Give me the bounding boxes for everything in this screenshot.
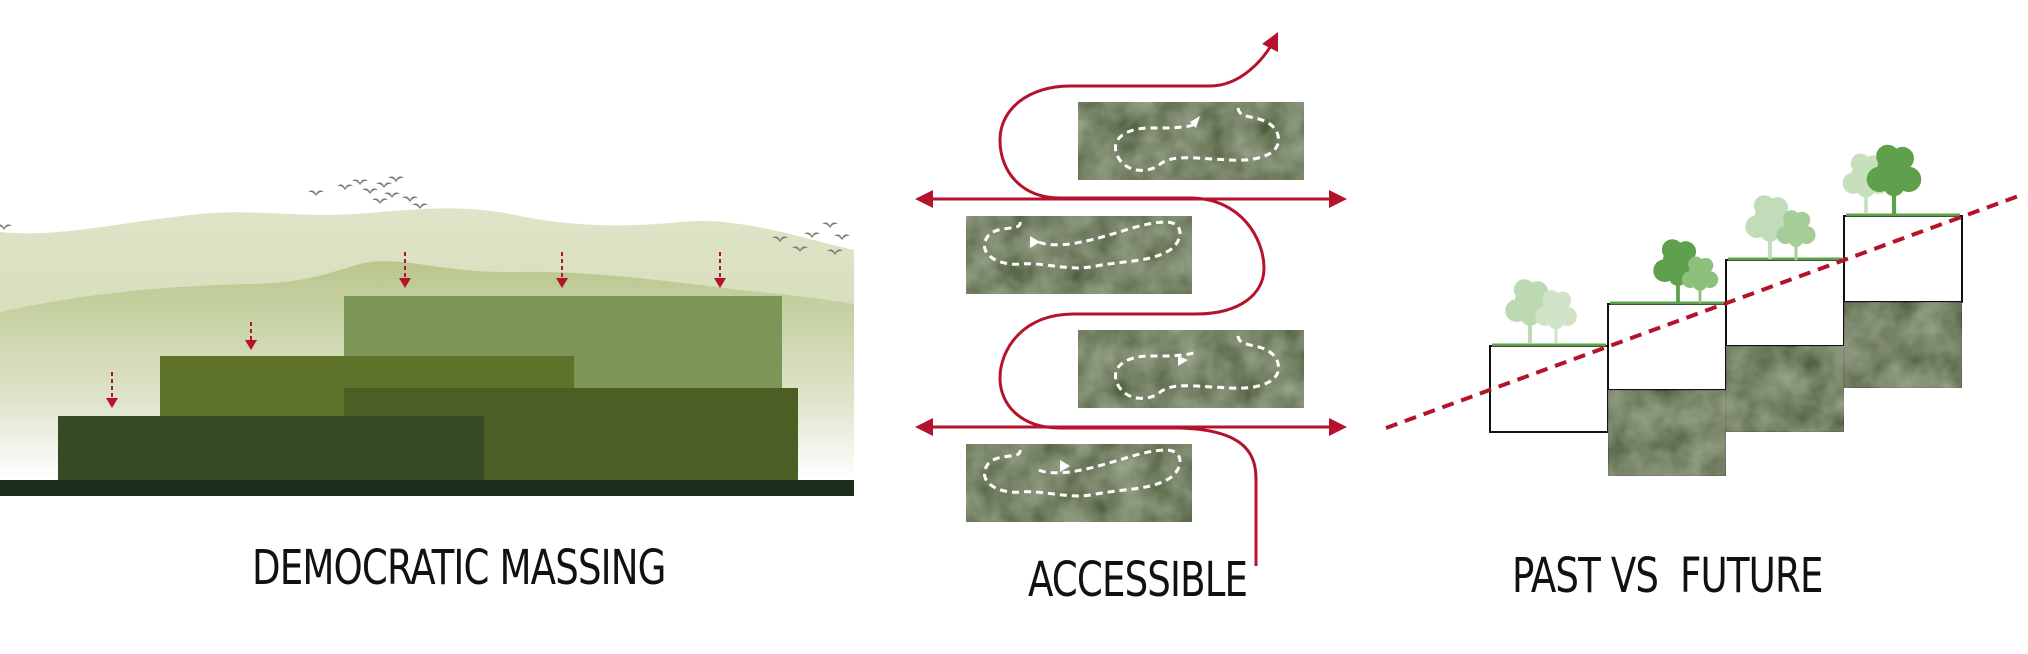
- massing-panel: [0, 176, 854, 496]
- step-4-upper: [1843, 215, 1963, 303]
- caption-accessible: ACCESSIBLE: [1028, 552, 1248, 608]
- grass-lines: [1492, 213, 1960, 347]
- step-2-lower: [1607, 389, 1727, 477]
- floor-plate-3: [1078, 330, 1304, 408]
- step-3-lower: [1725, 345, 1845, 433]
- drop-arrows: [106, 252, 726, 408]
- block-front-darkest: [58, 416, 484, 482]
- floor-plate-4: [966, 444, 1192, 522]
- step-2-upper: [1607, 303, 1727, 391]
- past-future-panel: [1385, 144, 2025, 477]
- step-1-upper: [1489, 345, 1609, 433]
- walking-paths: [982, 107, 1281, 498]
- step-3-upper: [1725, 259, 1845, 347]
- step-4-lower: [1843, 301, 1963, 389]
- accessible-panel: [915, 31, 1347, 566]
- caption-past-vs-future: PAST VS FUTURE: [1512, 548, 1823, 604]
- floor-plate-2: [966, 216, 1192, 294]
- trend-line: [1385, 192, 2025, 430]
- ground-strip: [0, 480, 854, 496]
- floor-plate-1: [1078, 102, 1304, 180]
- caption-democratic-massing: DEMOCRATIC MASSING: [252, 540, 666, 596]
- path-direction-icons: [1030, 116, 1200, 472]
